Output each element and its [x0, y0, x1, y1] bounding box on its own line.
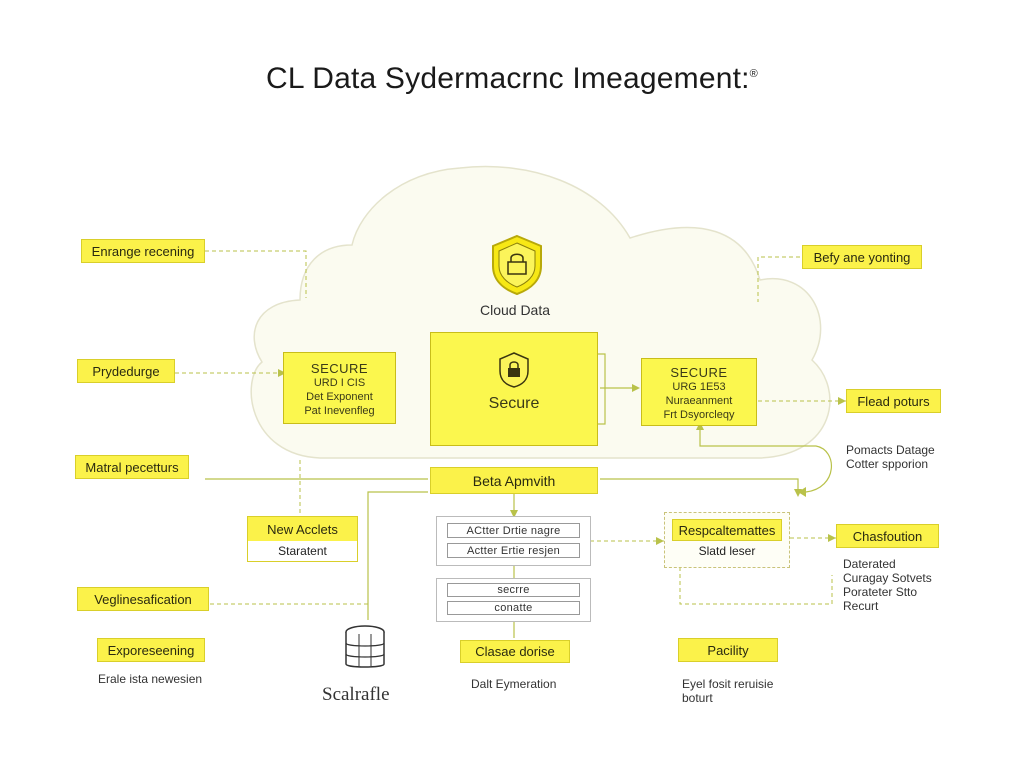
arrow-center-right — [632, 384, 640, 392]
arrow-prydedurge — [278, 369, 286, 377]
wire-befy — [757, 256, 800, 302]
shield-lock-icon — [497, 351, 531, 389]
center-bar[interactable]: Beta Apmvith — [430, 467, 598, 494]
shield-lock-icon — [489, 234, 545, 296]
label-prydedurge[interactable]: Prydedurge — [77, 359, 175, 383]
note-eyel: Eyel fosit reruisie boturt — [682, 677, 773, 705]
label-enrange[interactable]: Enrange recening — [81, 239, 205, 263]
right-secure-line3: Frt Dsyorcleqy — [663, 409, 735, 421]
stack-row-4: conatte — [447, 601, 580, 615]
arrow-stack-resp — [656, 537, 664, 545]
note-datarated-line1: Daterated — [843, 557, 896, 571]
label-exporeseening[interactable]: Exporeseening — [97, 638, 205, 662]
wire-resp-loop — [679, 567, 833, 605]
resp-title: Respcaltemattes — [672, 519, 782, 541]
classe-box[interactable]: Clasae dorise — [460, 640, 570, 663]
right-secure-line1: URG 1E53 — [672, 381, 726, 393]
note-erale: Erale ista newesien — [98, 672, 203, 686]
arrow-bar-stack — [510, 510, 518, 518]
scalable-label: Scalrafle — [322, 684, 390, 705]
note-pomacts-line2: Cotter spporion — [846, 457, 929, 471]
wire-center-bracket — [597, 353, 606, 425]
right-secure-box[interactable]: SECURE URG 1E53 Nuraeanment Frt Dsyorcle… — [641, 358, 757, 426]
note-datarated-line3: Porateter Stto — [843, 585, 918, 599]
arrow-resp-chas — [828, 534, 836, 542]
stack-box-1[interactable]: ACtter Drtie nagre Actter Ertie resjen — [436, 516, 591, 566]
wire-enrange — [205, 250, 307, 298]
stack-box-2[interactable]: secrre conatte — [436, 578, 591, 622]
label-flead[interactable]: Flead poturs — [846, 389, 941, 413]
new-access-box[interactable]: New Acclets Staratent — [247, 516, 358, 562]
left-secure-line2: Det Exponent — [306, 391, 373, 403]
left-secure-title: SECURE — [310, 361, 369, 376]
wire-scalable — [367, 491, 428, 620]
note-eyel-line2: boturt — [682, 691, 713, 705]
right-secure-line2: Nuraeanment — [665, 395, 733, 407]
classe-note: Dalt Eymeration — [471, 677, 557, 691]
note-pomacts-line1: Pomacts Datage — [846, 443, 935, 457]
resp-sub: Slatd leser — [698, 544, 756, 558]
title-text: CL Data Sydermacrnc Imeagement: — [266, 62, 750, 95]
stack-row-1: ACtter Drtie nagre — [447, 523, 580, 538]
diagram-title: CL Data Sydermacrnc Imeagement:® — [0, 62, 1024, 96]
left-secure-line1: URD I CIS — [313, 377, 366, 389]
center-secure-label: Secure — [488, 395, 540, 412]
stack-row-2: Actter Ertie resjen — [447, 543, 580, 558]
note-eyel-line1: Eyel fosit reruisie — [682, 677, 774, 691]
label-matral[interactable]: Matral pecetturs — [75, 455, 189, 479]
arrow-flead — [838, 397, 846, 405]
note-datarated: Daterated Curagay Sotvets Porateter Stto… — [843, 557, 932, 613]
database-icon — [343, 624, 387, 672]
label-vegline[interactable]: Veglinesafication — [77, 587, 209, 611]
note-pomacts: Pomacts Datage Cotter spporion — [846, 443, 935, 471]
stack-row-3: secrre — [447, 583, 580, 597]
note-datarated-line2: Curagay Sotvets — [843, 571, 932, 585]
cloud-label: Cloud Data — [479, 302, 551, 318]
title-mark: ® — [749, 68, 758, 80]
new-access-sub: Staratent — [278, 544, 327, 558]
label-befy[interactable]: Befy ane yonting — [802, 245, 922, 269]
new-access-title: New Acclets — [248, 517, 357, 541]
note-datarated-line4: Recurt — [843, 599, 879, 613]
arrow-bar-right — [794, 489, 802, 497]
center-secure-box[interactable]: Secure — [430, 332, 598, 446]
left-secure-line3: Pat Inevenfleg — [304, 405, 375, 417]
right-secure-title: SECURE — [670, 365, 728, 380]
resp-box[interactable]: Respcaltemattes Slatd leser — [664, 512, 790, 568]
label-chasfoution[interactable]: Chasfoution — [836, 524, 939, 548]
arrow-right-secure-up — [696, 422, 704, 430]
arrow-right-curve — [798, 487, 806, 497]
wire-right-curve — [699, 427, 832, 493]
label-pacility[interactable]: Pacility — [678, 638, 778, 662]
left-secure-box[interactable]: SECURE URD I CIS Det Exponent Pat Ineven… — [283, 352, 396, 424]
wire-bar-right — [600, 478, 799, 495]
